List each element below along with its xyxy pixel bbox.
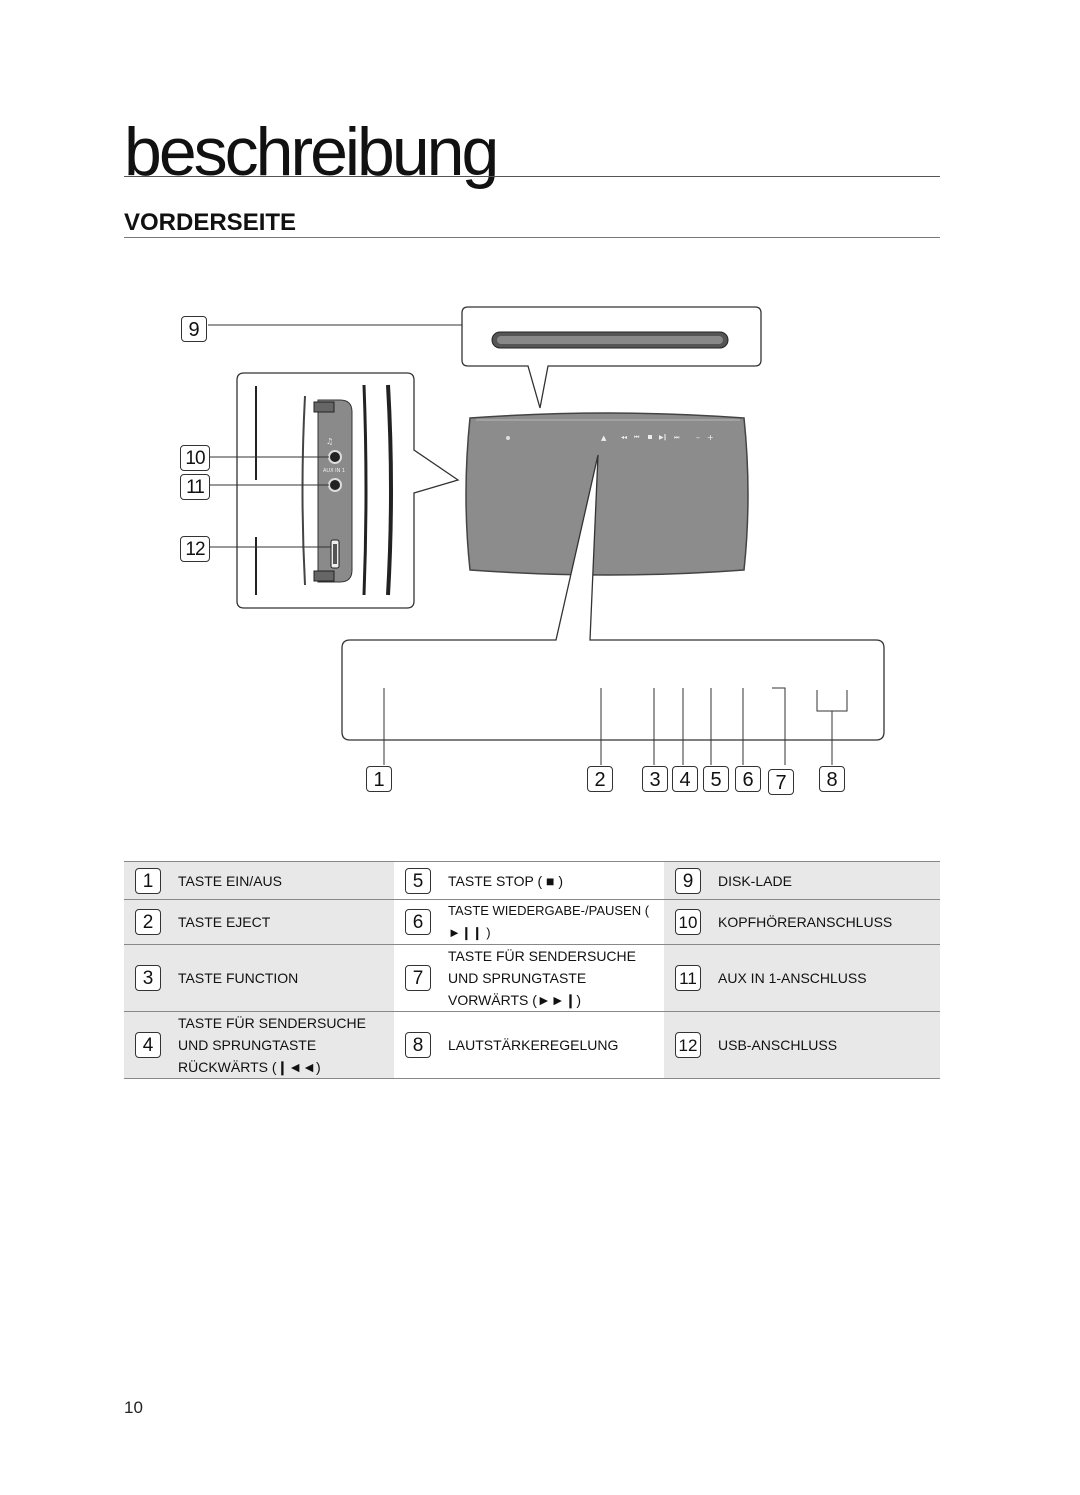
callout-9: 9 [181, 316, 207, 342]
front-panel-illustration: ▲ ◂◂ ⏮ ▶‖ ⏭ – + ♫ AUX IN 1 [208, 306, 885, 765]
legend-number: 5 [405, 867, 431, 894]
legend-number: 2 [135, 909, 161, 935]
svg-text:–: – [696, 433, 700, 442]
legend-label: AUX IN 1-ANSCHLUSS [712, 944, 940, 1012]
table-row: 3 TASTE FUNCTION 7 TASTE FÜR SENDERSUCHE… [124, 944, 940, 1012]
legend-number: 8 [405, 1032, 431, 1058]
legend-number: 1 [135, 867, 161, 894]
legend-label: LAUTSTÄRKEREGELUNG [442, 1011, 664, 1079]
callout-7: 7 [768, 769, 794, 795]
svg-text:▶‖: ▶‖ [659, 434, 667, 441]
callout-8: 8 [819, 766, 845, 792]
callout-2: 2 [587, 766, 613, 792]
svg-text:▲: ▲ [601, 434, 607, 442]
legend-label: USB-ANSCHLUSS [712, 1011, 940, 1079]
svg-text:⏭: ⏭ [674, 434, 680, 441]
section-title: VORDERSEITE [124, 209, 297, 236]
legend-label: KOPFHÖRERANSCHLUSS [712, 899, 940, 945]
section-rule [124, 237, 940, 238]
callout-10: 10 [180, 445, 210, 471]
callout-6: 6 [735, 766, 761, 792]
table-row: 1 TASTE EIN/AUS 5 TASTE STOP ( ■ ) 9 DIS… [124, 861, 940, 900]
svg-text:◂◂: ◂◂ [621, 434, 627, 441]
disc-tray-zoom [461, 306, 762, 409]
legend-label: TASTE FUNCTION [172, 944, 394, 1012]
legend-number: 9 [675, 867, 701, 894]
legend-label: TASTE WIEDERGABE-/PAUSEN ( ►❙❙ ) [442, 899, 664, 945]
side-panel-label: AUX IN 1 [323, 468, 345, 474]
legend-number: 4 [135, 1032, 161, 1058]
legend-label: TASTE FÜR SENDERSUCHE UND SPRUNGTASTE VO… [442, 944, 664, 1012]
legend-label: TASTE FÜR SENDERSUCHE UND SPRUNGTASTE RÜ… [172, 1011, 394, 1079]
table-row: 2 TASTE EJECT 6 TASTE WIEDERGABE-/PAUSEN… [124, 899, 940, 945]
svg-text:⏮: ⏮ [634, 434, 640, 441]
legend-number: 7 [405, 965, 431, 991]
page-number: 10 [124, 1398, 143, 1417]
callout-5: 5 [703, 766, 729, 792]
chapter-rule [124, 176, 940, 177]
legend-label: TASTE EIN/AUS [172, 861, 394, 900]
control-strip-zoom [341, 454, 885, 765]
legend-label: TASTE STOP ( ■ ) [442, 861, 664, 900]
side-panel-zoom: ♫ AUX IN 1 [208, 372, 460, 609]
chapter-title: beschreibung [124, 114, 499, 190]
legend-number: 3 [135, 965, 161, 991]
svg-text:+: + [707, 433, 714, 442]
callout-3: 3 [642, 766, 668, 792]
legend-label: TASTE EJECT [172, 899, 394, 945]
callout-4: 4 [672, 766, 698, 792]
device-body: ▲ ◂◂ ⏮ ▶‖ ⏭ – + [465, 412, 749, 576]
svg-text:♫: ♫ [326, 437, 333, 446]
callout-11: 11 [180, 474, 210, 500]
legend-table: 1 TASTE EIN/AUS 5 TASTE STOP ( ■ ) 9 DIS… [124, 861, 940, 1079]
callout-1: 1 [366, 766, 392, 792]
legend-number: 6 [405, 909, 431, 935]
legend-number: 10 [675, 909, 701, 935]
legend-number: 11 [675, 965, 701, 991]
legend-number: 12 [675, 1032, 701, 1058]
callout-12: 12 [180, 536, 210, 562]
legend-label: DISK-LADE [712, 861, 940, 900]
table-row: 4 TASTE FÜR SENDERSUCHE UND SPRUNGTASTE … [124, 1011, 940, 1079]
